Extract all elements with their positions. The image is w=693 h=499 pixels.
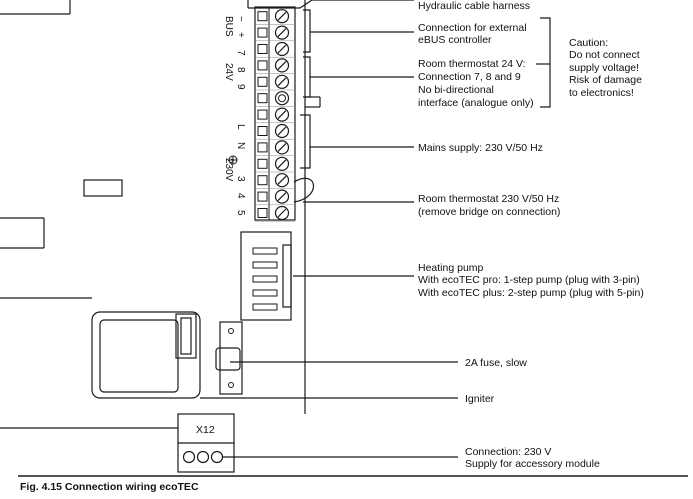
terminal-socket-5 (257, 191, 268, 202)
terminal-slot-plus (277, 28, 287, 38)
terminal-socket-L (257, 109, 268, 120)
terminal-label-minus: − (235, 16, 246, 22)
terminal-label-3: 3 (235, 176, 246, 182)
label-rt24-line-4: interface (analogue only) (418, 97, 534, 109)
earth-symbol (228, 155, 238, 165)
terminal-label-24v: 24V (223, 63, 234, 81)
terminal-label-n: N (235, 142, 246, 149)
terminal-socket-3 (257, 158, 268, 169)
caution-line-3: supply voltage! (569, 62, 639, 74)
label-igniter: Igniter (465, 393, 495, 405)
terminal-slot-spare (277, 208, 287, 218)
figure-caption: Fig. 4.15 Connection wiring ecoTEC (20, 481, 199, 493)
caution-line-2: Do not connect (569, 49, 640, 61)
bridge-wire (293, 177, 315, 203)
label-connection-line-1: Connection: 230 V (465, 446, 551, 458)
terminal-label-9: 9 (235, 84, 246, 90)
terminal-slot-earth (277, 142, 287, 152)
callout-labels: Hydraulic cable harness Connection for e… (418, 0, 644, 470)
label-rt230-line-1: Room thermostat 230 V/50 Hz (418, 193, 559, 205)
label-mains-supply: Mains supply: 230 V/50 Hz (418, 142, 543, 154)
caution-line-5: to electronics! (569, 87, 634, 99)
terminal-socket-spare (257, 208, 268, 218)
terminal-label-4: 4 (235, 193, 246, 199)
terminal-socket-9 (257, 76, 268, 87)
terminal-socket-plus (257, 27, 268, 38)
terminal-slot-5 (277, 192, 287, 202)
leader-lines (200, 0, 551, 458)
igniter-unit (91, 311, 201, 399)
terminal-socket-7 (257, 44, 268, 54)
terminal-slot-4 (277, 175, 287, 185)
terminal-slot-N (277, 126, 287, 136)
terminal-slot-blank (278, 94, 286, 103)
terminal-block (254, 6, 315, 222)
terminal-screw-blank (274, 91, 290, 106)
caution-line-1: Caution: (569, 37, 608, 49)
terminal-socket-N (257, 126, 268, 136)
terminal-slot-8 (277, 60, 287, 70)
terminal-socket-4 (257, 175, 268, 186)
terminal-slot-minus (277, 11, 287, 21)
terminal-label-5: 5 (235, 210, 246, 216)
label-pump-line-1: Heating pump (418, 262, 484, 274)
terminal-label-230v: 230V (223, 158, 234, 182)
x12-label: X12 (196, 424, 215, 436)
terminal-socket-8 (257, 60, 268, 71)
label-ebus-line-2: eBUS controller (418, 34, 492, 46)
terminal-label-8: 8 (235, 67, 246, 73)
pump-connector (240, 231, 292, 321)
label-rt230-line-2: (remove bridge on connection) (418, 206, 560, 218)
terminal-labels: − + BUS 7 8 9 24V L N 230V 3 4 5 (223, 16, 246, 216)
label-pump-line-3: With ecoTEC plus: 2-step pump (plug with… (418, 287, 644, 299)
terminal-slot-9 (277, 77, 287, 87)
terminal-label-bus: BUS (223, 16, 234, 37)
terminal-socket-blank (257, 93, 268, 104)
label-fuse: 2A fuse, slow (465, 357, 527, 369)
terminal-slot-7 (277, 44, 287, 54)
terminal-label-7: 7 (235, 50, 246, 56)
label-connection-line-2: Supply for accessory module (465, 458, 600, 470)
label-ebus-line-1: Connection for external (418, 22, 527, 34)
label-rt24-line-1: Room thermostat 24 V: (418, 58, 526, 70)
terminal-slot-L (277, 110, 287, 120)
terminal-slot-3 (277, 159, 287, 169)
caution-line-4: Risk of damage (569, 74, 642, 86)
terminal-label-l: L (235, 124, 246, 130)
label-pump-line-2: With ecoTEC pro: 1-step pump (plug with … (418, 274, 640, 286)
x12-connector: X12 (177, 413, 235, 473)
fuse-holder (215, 321, 243, 395)
terminal-socket-minus (257, 11, 268, 22)
terminal-label-plus: + (235, 32, 246, 38)
label-rt24-line-2: Connection 7, 8 and 9 (418, 71, 521, 83)
board-outline (0, 0, 306, 429)
terminal-socket-earth (257, 142, 268, 153)
label-rt24-line-3: No bi-directional (418, 84, 494, 96)
label-hydraulic-harness: Hydraulic cable harness (418, 0, 530, 12)
